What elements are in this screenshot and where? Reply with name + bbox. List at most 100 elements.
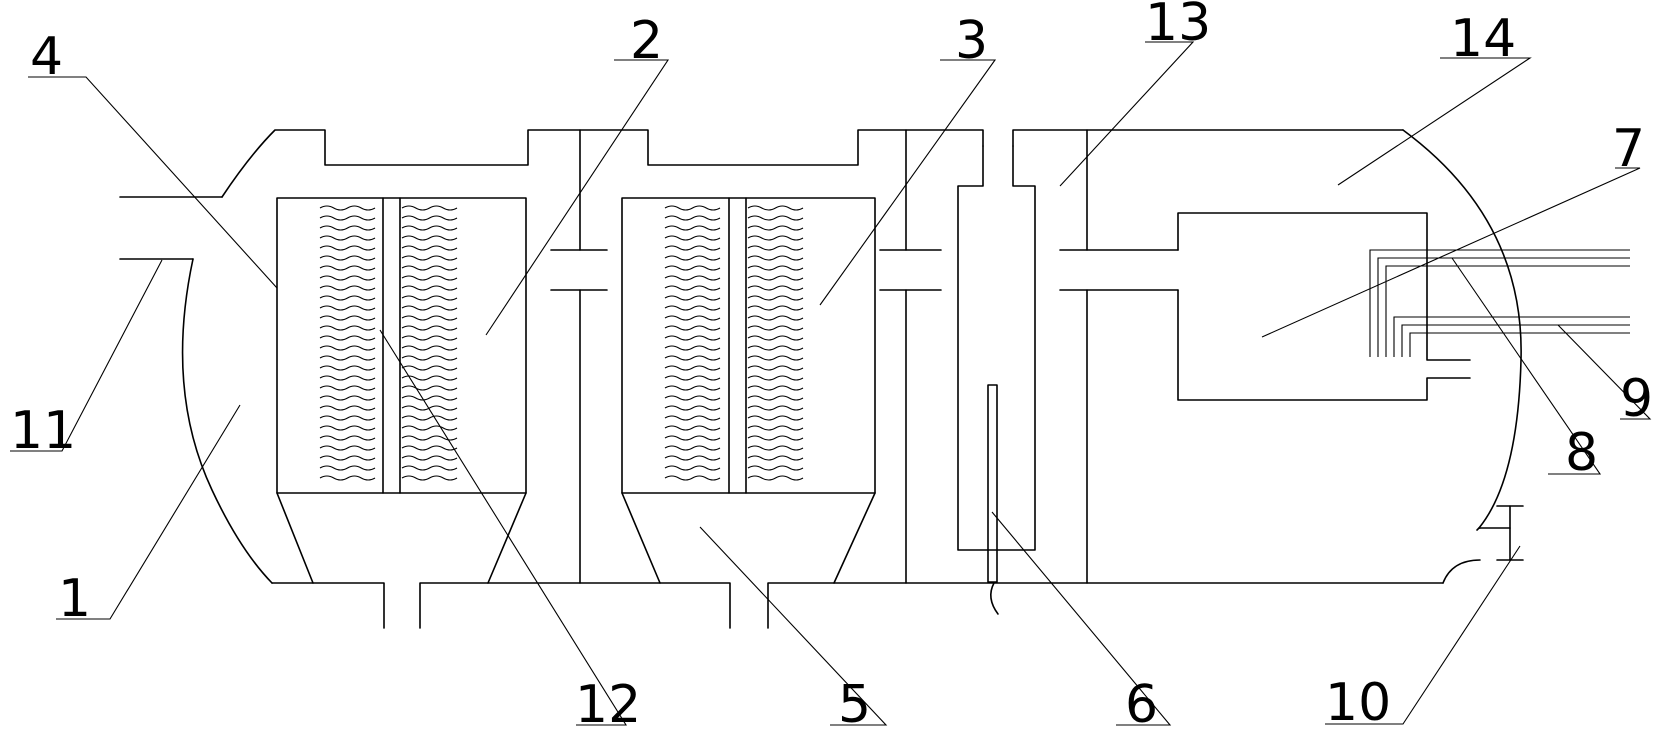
- packing-wave: [319, 335, 376, 341]
- packing-wave: [664, 355, 721, 361]
- packing-wave: [319, 375, 376, 381]
- packing-wave: [319, 255, 376, 261]
- packed-chamber-2: [276, 197, 527, 584]
- packing-wave: [747, 395, 804, 401]
- packing-wave: [401, 395, 458, 401]
- label-11: 11: [10, 401, 76, 461]
- packing-wave: [747, 345, 804, 351]
- packing-wave: [664, 255, 721, 261]
- packing-wave: [319, 275, 376, 281]
- leader-lines: [10, 41, 1652, 726]
- label-4: 4: [30, 27, 63, 87]
- packing-wave: [664, 275, 721, 281]
- packing-wave: [664, 425, 721, 431]
- label-6: 6: [1125, 675, 1158, 735]
- packing-wave: [319, 315, 376, 321]
- packing-wave: [401, 305, 458, 311]
- label-12: 12: [575, 675, 641, 735]
- partition-1: [550, 129, 608, 584]
- packing-wave: [747, 455, 804, 461]
- packing-wave: [664, 245, 721, 251]
- packing-wave: [664, 395, 721, 401]
- label-10: 10: [1325, 673, 1391, 733]
- packing-wave: [747, 265, 804, 271]
- packing-wave: [401, 245, 458, 251]
- packing-wave: [319, 305, 376, 311]
- packing-wave: [664, 285, 721, 291]
- baffle-column-13: [957, 145, 1036, 615]
- packing-wave: [747, 215, 804, 221]
- packing-wave: [664, 415, 721, 421]
- packing-waves-b: [664, 205, 804, 481]
- packing-wave: [664, 465, 721, 471]
- packing-wave: [664, 365, 721, 371]
- packing-wave: [664, 215, 721, 221]
- packing-wave: [401, 445, 458, 451]
- packing-wave: [401, 215, 458, 221]
- packing-wave: [319, 295, 376, 301]
- packing-wave: [747, 445, 804, 451]
- packing-wave: [401, 275, 458, 281]
- packing-wave: [319, 465, 376, 471]
- packing-wave: [401, 465, 458, 471]
- packing-wave: [319, 395, 376, 401]
- packing-wave: [401, 475, 458, 481]
- packing-wave: [401, 375, 458, 381]
- packing-wave: [319, 245, 376, 251]
- packing-wave: [747, 205, 804, 211]
- packing-wave: [401, 355, 458, 361]
- packing-wave: [747, 295, 804, 301]
- packing-wave: [401, 405, 458, 411]
- packing-wave: [664, 265, 721, 271]
- packing-wave: [664, 445, 721, 451]
- packing-wave: [664, 475, 721, 481]
- packing-wave: [664, 405, 721, 411]
- packing-wave: [664, 335, 721, 341]
- packing-wave: [747, 375, 804, 381]
- vessel-outline: [119, 129, 1522, 629]
- packing-wave: [664, 295, 721, 301]
- packing-wave: [401, 365, 458, 371]
- label-14: 14: [1450, 9, 1516, 69]
- packing-wave: [401, 425, 458, 431]
- packing-wave: [319, 235, 376, 241]
- label-8: 8: [1565, 423, 1598, 483]
- packing-wave: [401, 435, 458, 441]
- packing-wave: [319, 285, 376, 291]
- packing-wave: [401, 295, 458, 301]
- packing-wave: [747, 425, 804, 431]
- packing-wave: [401, 205, 458, 211]
- packing-wave: [664, 345, 721, 351]
- packing-wave: [401, 415, 458, 421]
- packing-wave: [401, 235, 458, 241]
- packing-wave: [319, 205, 376, 211]
- valve-10: [1478, 505, 1524, 561]
- label-7: 7: [1612, 119, 1645, 179]
- label-9: 9: [1620, 369, 1653, 429]
- packing-wave: [747, 285, 804, 291]
- packing-wave: [401, 345, 458, 351]
- packing-wave: [664, 315, 721, 321]
- packing-waves-a: [319, 205, 458, 481]
- packing-wave: [747, 335, 804, 341]
- packing-wave: [319, 325, 376, 331]
- packing-wave: [401, 285, 458, 291]
- packing-wave: [747, 235, 804, 241]
- packing-wave: [747, 355, 804, 361]
- packing-wave: [401, 385, 458, 391]
- packing-wave: [319, 365, 376, 371]
- packing-wave: [319, 435, 376, 441]
- packing-wave: [664, 205, 721, 211]
- packing-wave: [319, 475, 376, 481]
- packing-wave: [319, 405, 376, 411]
- packing-wave: [319, 215, 376, 221]
- packing-wave: [747, 385, 804, 391]
- packing-wave: [747, 435, 804, 441]
- packing-wave: [747, 225, 804, 231]
- packing-wave: [664, 235, 721, 241]
- packing-wave: [747, 275, 804, 281]
- partition-2: [879, 129, 942, 584]
- packing-wave: [401, 255, 458, 261]
- packing-wave: [747, 475, 804, 481]
